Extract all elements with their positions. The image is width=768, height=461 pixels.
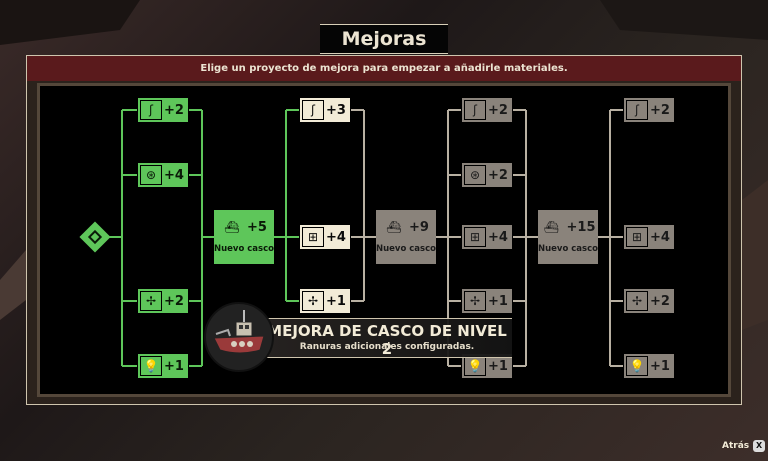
upgrade-node-light-plus1-c[interactable]: 💡 +1 <box>623 353 675 379</box>
upgrade-node-engine-plus2-c[interactable]: ✢ +2 <box>623 288 675 314</box>
boat-icon: ⛴ <box>386 220 402 234</box>
upgrade-node-storage-plus4-b[interactable]: ⊞ +4 <box>461 224 513 250</box>
hull-upgrade-tooltip: MEJORA DE CASCO DE NIVEL 2 Ranuras adici… <box>204 302 512 372</box>
boat-icon: ⛴ <box>221 217 244 237</box>
instruction-banner: Elige un proyecto de mejora para empezar… <box>27 56 741 81</box>
fishing-hook-icon: ʃ <box>140 100 162 120</box>
upgrade-node-engine-plus1-b[interactable]: ✢ +1 <box>461 288 513 314</box>
grid-storage-icon: ⊞ <box>464 227 486 247</box>
upgrade-node-crabpot-plus4[interactable]: ⊛ +4 <box>137 162 189 188</box>
crab-pot-icon: ⊛ <box>464 165 486 185</box>
hull-upgrade-node-3[interactable]: ⛴ +15 Nuevo casco <box>538 210 598 264</box>
boat-icon: ⛴ <box>543 220 560 234</box>
trawler-boat-icon <box>213 310 265 354</box>
tooltip-bar: MEJORA DE CASCO DE NIVEL 2 Ranuras adici… <box>262 318 512 358</box>
hull-upgrade-node-1[interactable]: ⛴ +5 Nuevo casco <box>214 210 274 264</box>
fishing-hook-icon: ʃ <box>464 100 486 120</box>
engine-fan-icon: ✢ <box>140 291 162 311</box>
fishing-hook-icon: ʃ <box>302 100 324 120</box>
upgrade-node-hook-plus2[interactable]: ʃ +2 <box>137 97 189 123</box>
upgrade-node-engine-plus1[interactable]: ✢ +1 <box>299 288 351 314</box>
upgrade-node-storage-plus4[interactable]: ⊞ +4 <box>299 224 351 250</box>
light-bulb-icon: 💡 <box>140 356 162 376</box>
tooltip-subtitle: Ranuras adicionales configuradas. <box>299 342 475 352</box>
upgrade-node-engine-plus2[interactable]: ✢ +2 <box>137 288 189 314</box>
upgrade-node-crabpot-plus2[interactable]: ⊛ +2 <box>461 162 513 188</box>
grid-storage-icon: ⊞ <box>302 227 324 247</box>
crab-pot-icon: ⊛ <box>140 165 162 185</box>
upgrade-node-light-plus1[interactable]: 💡 +1 <box>137 353 189 379</box>
tooltip-title: MEJORA DE CASCO DE NIVEL 2 <box>267 322 507 358</box>
upgrade-node-hook-plus2-c[interactable]: ʃ +2 <box>623 97 675 123</box>
engine-fan-icon: ✢ <box>464 291 486 311</box>
upgrade-node-hook-plus3[interactable]: ʃ +3 <box>299 97 351 123</box>
upgrade-node-storage-plus4-c[interactable]: ⊞ +4 <box>623 224 675 250</box>
x-key-icon: X <box>753 440 766 452</box>
back-button[interactable]: Atrás X <box>722 440 766 452</box>
fishing-hook-icon: ʃ <box>626 100 648 120</box>
upgrade-node-hook-plus2-b[interactable]: ʃ +2 <box>461 97 513 123</box>
hull-upgrade-node-2[interactable]: ⛴ +9 Nuevo casco <box>376 210 436 264</box>
light-bulb-icon: 💡 <box>626 356 648 376</box>
grid-storage-icon: ⊞ <box>626 227 648 247</box>
engine-fan-icon: ✢ <box>626 291 648 311</box>
back-label: Atrás <box>722 441 750 451</box>
engine-fan-icon: ✢ <box>302 291 324 311</box>
boat-portrait <box>204 302 274 372</box>
page-title: Mejoras <box>320 24 448 54</box>
